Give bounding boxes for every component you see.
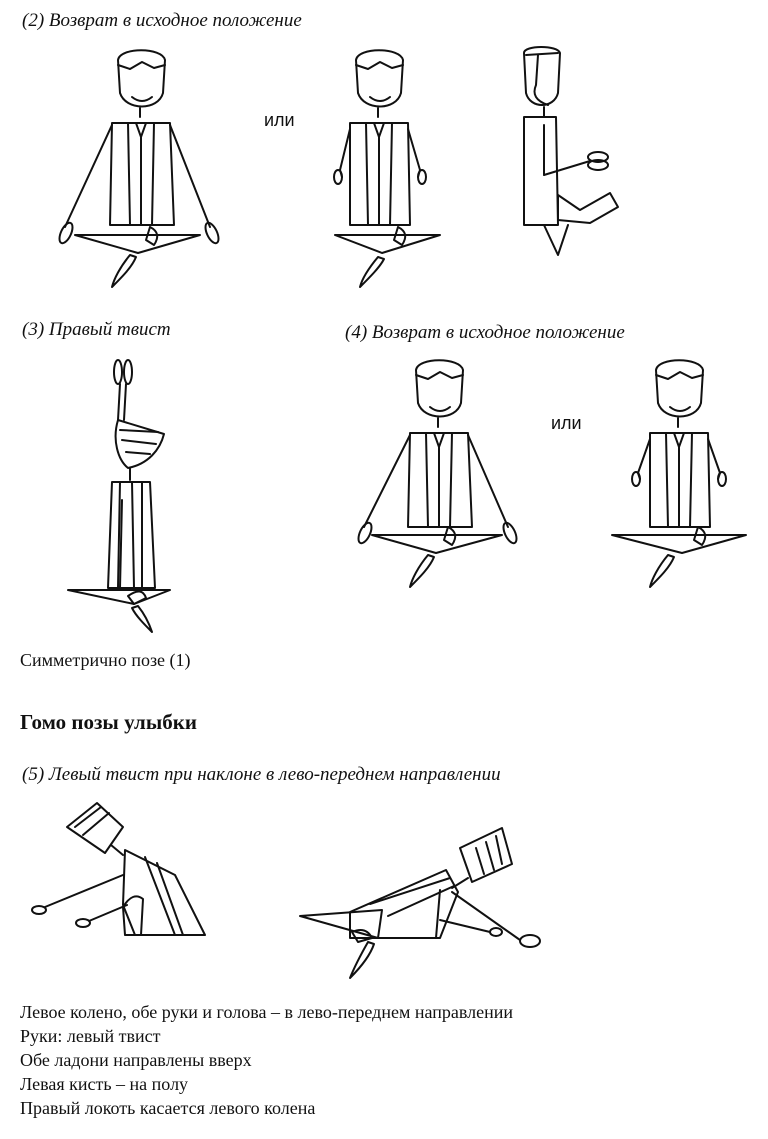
description-block: Левое колено, обе руки и голова – в лево… — [20, 1000, 513, 1120]
figure-seated-arms-wide-2 — [357, 359, 518, 588]
caption-pose-2: (2) Возврат в исходное положение — [22, 10, 302, 31]
figure-left-twist-bend — [31, 802, 206, 936]
figure-seated-side-view — [523, 46, 619, 256]
description-line: Руки: левый твист — [20, 1026, 161, 1046]
figure-right-twist — [67, 359, 171, 633]
figure-seated-hands-down-2 — [611, 359, 747, 588]
description-line: Обе ладони направлены вверх — [20, 1050, 252, 1070]
caption-pose-5: (5) Левый твист при наклоне в лево-перед… — [22, 764, 501, 785]
figure-seated-hands-down-1 — [333, 49, 441, 288]
caption-pose-3: (3) Правый твист — [22, 319, 171, 340]
section-heading: Гомо позы улыбки — [20, 710, 197, 734]
description-line: Правый локоть касается левого колена — [20, 1098, 316, 1118]
caption-pose-4: (4) Возврат в исходное положение — [345, 322, 625, 343]
or-label-bottom: или — [551, 413, 582, 433]
symmetry-note: Симметрично позе (1) — [20, 650, 191, 670]
figure-seated-arms-wide-1 — [58, 49, 220, 288]
figure-left-twist-lean — [299, 827, 541, 979]
description-line: Левое колено, обе руки и голова – в лево… — [20, 1002, 513, 1022]
description-line: Левая кисть – на полу — [20, 1074, 189, 1094]
or-label-top: или — [264, 110, 295, 130]
